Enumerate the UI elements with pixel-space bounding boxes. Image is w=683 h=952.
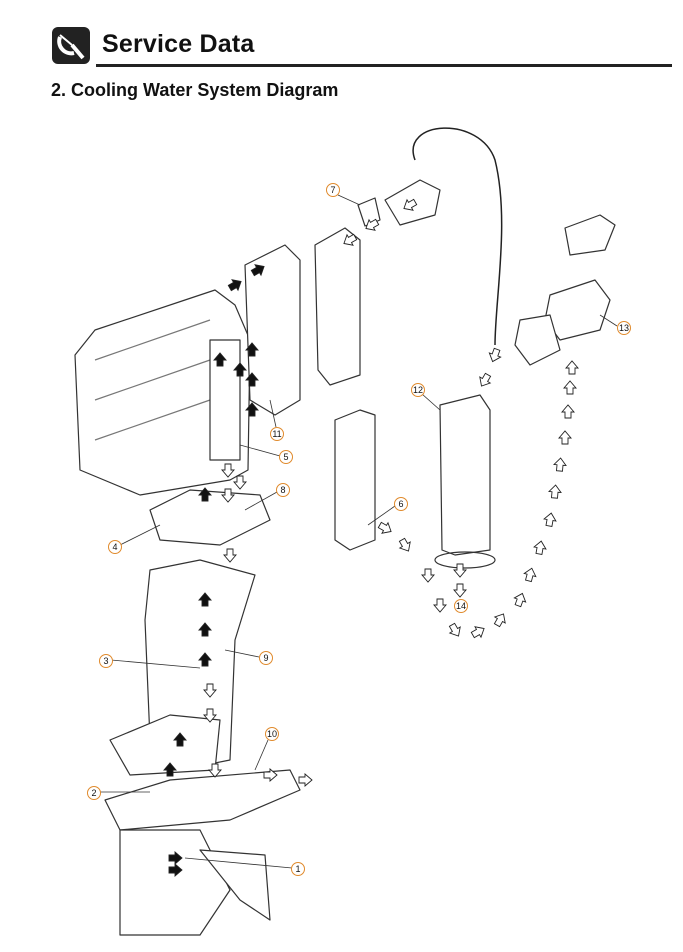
water-flow-arrow-up-icon: [163, 762, 177, 777]
header-rule: [96, 64, 672, 67]
water-flow-arrow-icon: [365, 218, 380, 231]
callout-7: 7: [326, 183, 340, 197]
water-flow-arrow-icon: [221, 463, 235, 478]
callout-12: 12: [411, 383, 425, 397]
water-flow-arrow-up-icon: [198, 622, 212, 637]
water-flow-arrow-icon: [548, 484, 562, 499]
water-flow-arrow-up-icon: [227, 279, 242, 292]
callout-8: 8: [276, 483, 290, 497]
water-flow-arrow-icon: [263, 768, 278, 782]
water-flow-arrow-icon: [563, 380, 577, 395]
flow-arrows: [163, 198, 579, 877]
water-flow-arrow-icon: [479, 372, 492, 387]
water-flow-arrow-icon: [453, 583, 467, 598]
section-title: 2. Cooling Water System Diagram: [51, 80, 339, 100]
water-flow-arrow-up-icon: [245, 372, 259, 387]
water-flow-arrow-icon: [553, 457, 567, 472]
callout-9: 9: [259, 651, 273, 665]
water-flow-arrow-icon: [565, 360, 579, 375]
water-flow-arrow-up-icon: [245, 342, 259, 357]
water-flow-arrow-icon: [470, 626, 485, 639]
water-flow-arrow-icon: [561, 404, 575, 419]
callout-2: 2: [87, 786, 101, 800]
water-flow-arrow-up-icon: [173, 732, 187, 747]
callout-11: 11: [270, 427, 284, 441]
gasket: [314, 227, 361, 386]
water-flow-arrow-icon: [453, 563, 467, 578]
water-flow-arrow-icon: [558, 430, 572, 445]
part-6: [334, 409, 376, 551]
callout-10: 10: [265, 727, 279, 741]
water-flow-arrow-icon: [448, 622, 461, 637]
part-12: [439, 394, 491, 556]
water-flow-arrow-up-icon: [168, 851, 183, 865]
micrometer-icon: [52, 27, 90, 64]
water-flow-arrow-icon: [403, 198, 418, 211]
water-flow-arrow-icon: [343, 233, 358, 246]
water-flow-arrow-icon: [223, 548, 237, 563]
page-header-title: Service Data: [102, 30, 255, 58]
water-flow-arrow-up-icon: [198, 652, 212, 667]
water-flow-arrow-icon: [398, 537, 411, 552]
water-flow-arrow-icon: [493, 613, 506, 628]
water-flow-arrow-up-icon: [168, 863, 183, 877]
water-flow-arrow-icon: [543, 512, 557, 527]
callout-3: 3: [99, 654, 113, 668]
cylinder-head: [244, 244, 301, 416]
callout-5: 5: [279, 450, 293, 464]
water-flow-arrow-up-icon: [250, 264, 265, 277]
water-flow-arrow-up-icon: [198, 592, 212, 607]
water-flow-arrow-icon: [533, 540, 547, 555]
water-flow-arrow-icon: [203, 683, 217, 698]
exhaust-guide: [149, 489, 271, 546]
water-flow-arrow-icon: [377, 521, 392, 534]
water-flow-arrow-icon: [221, 488, 235, 503]
water-flow-arrow-icon: [203, 708, 217, 723]
water-flow-arrow-up-icon: [198, 487, 212, 502]
water-flow-arrow-icon: [298, 773, 313, 787]
water-flow-arrow-up-icon: [245, 402, 259, 417]
water-flow-arrow-icon: [523, 567, 537, 583]
exhaust-cover-5: [209, 339, 241, 461]
water-flow-arrow-icon: [421, 568, 435, 583]
water-flow-arrow-up-icon: [233, 362, 247, 377]
callout-14: 14: [454, 599, 468, 613]
callout-4: 4: [108, 540, 122, 554]
water-flow-arrow-icon: [233, 475, 247, 490]
water-flow-arrow-icon: [513, 592, 527, 608]
water-flow-arrow-icon: [433, 598, 447, 613]
callout-6: 6: [394, 497, 408, 511]
water-flow-arrow-icon: [488, 347, 502, 363]
water-flow-arrow-up-icon: [213, 352, 227, 367]
callout-13: 13: [617, 321, 631, 335]
water-flow-arrow-icon: [208, 763, 222, 778]
callout-1: 1: [291, 862, 305, 876]
